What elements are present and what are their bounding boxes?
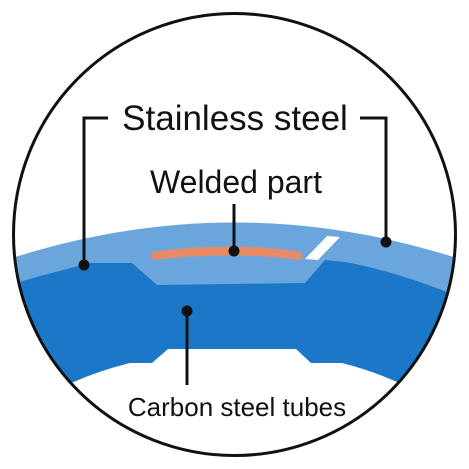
weld-dot [228,245,240,257]
weld-strip [152,246,302,260]
label-carbon-steel-tubes: Carbon steel tubes [128,392,346,422]
stainless-dot-left [78,259,90,271]
stainless-gap-notch [305,236,340,260]
stainless-leader-left [82,116,108,264]
carbon-dot [181,305,193,317]
stainless-leader-right [360,116,388,241]
stainless-dot-right [380,236,392,248]
tube-cross-section [13,222,456,456]
label-welded-part: Welded part [150,164,322,200]
magnifier-circle-outline [12,12,457,457]
label-stainless-steel: Stainless steel [122,99,348,138]
